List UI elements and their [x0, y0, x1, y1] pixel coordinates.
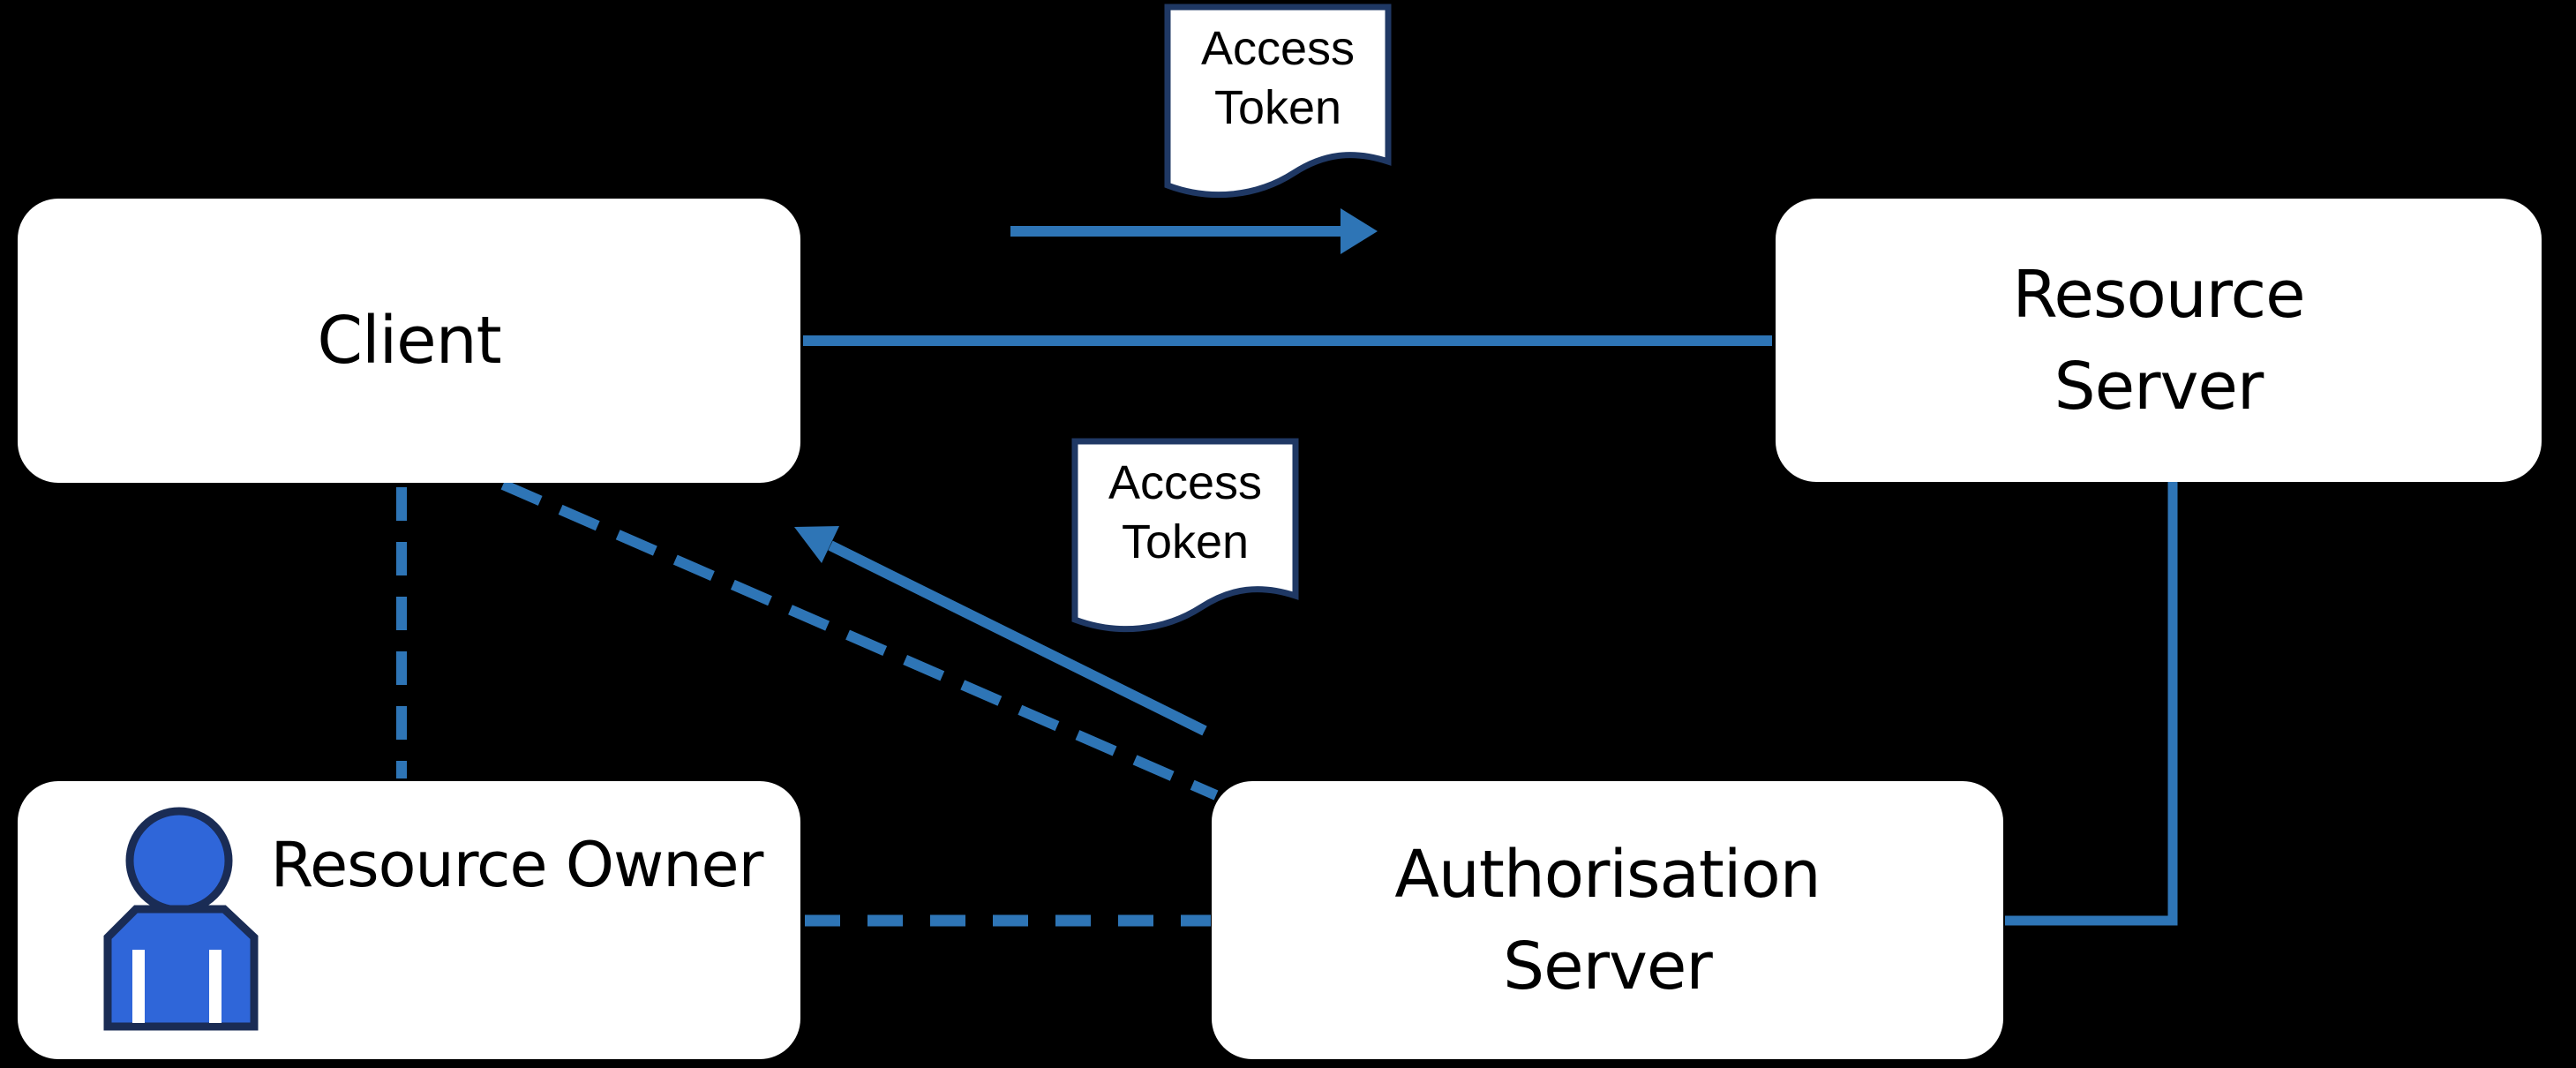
authorisation-server-label: Authorisation Server [1394, 829, 1821, 1012]
resource-server-to-authorisation-server-elbow [2005, 482, 2178, 926]
arrow-shaft [828, 540, 1207, 736]
arrowhead-right-icon [1341, 208, 1378, 254]
person-body-stripe-left [132, 950, 145, 1023]
document-shape-top [1164, 4, 1392, 199]
node-client: Client [18, 199, 800, 483]
node-authorisation-server: Authorisation Server [1212, 781, 2003, 1059]
resource-server-label-line1: Resource [2012, 256, 2305, 333]
resource-owner-label: Resource Owner [270, 829, 764, 901]
client-label: Client [317, 303, 501, 379]
access-token-middle-line1: Access [1108, 456, 1263, 509]
document-shape-middle [1071, 438, 1299, 633]
node-resource-owner: Resource Owner [18, 781, 800, 1059]
person-body-stripe-right [209, 950, 222, 1023]
access-token-top-line2: Token [1213, 81, 1342, 134]
resource-server-label: Resource Server [2012, 249, 2305, 432]
client-to-authorisation-server-dashed [500, 479, 1219, 801]
person-body [103, 905, 259, 1031]
person-icon [103, 807, 259, 1031]
authorisation-server-label-line1: Authorisation [1394, 836, 1821, 913]
person-head [125, 807, 233, 914]
access-token-document-middle: Access Token [1075, 454, 1296, 572]
access-token-arrow-right [1010, 208, 1378, 254]
access-token-top-line1: Access [1200, 22, 1356, 75]
authorisation-server-label-line2: Server [1503, 928, 1713, 1004]
arrowhead-up-left-icon [794, 526, 839, 563]
authorisation-server-to-client-arrow [794, 526, 1207, 736]
access-token-document-top: Access Token [1168, 19, 1388, 138]
resource-server-label-line2: Server [2054, 348, 2264, 425]
node-resource-server: Resource Server [1776, 199, 2542, 482]
access-token-middle-line2: Token [1121, 515, 1250, 568]
